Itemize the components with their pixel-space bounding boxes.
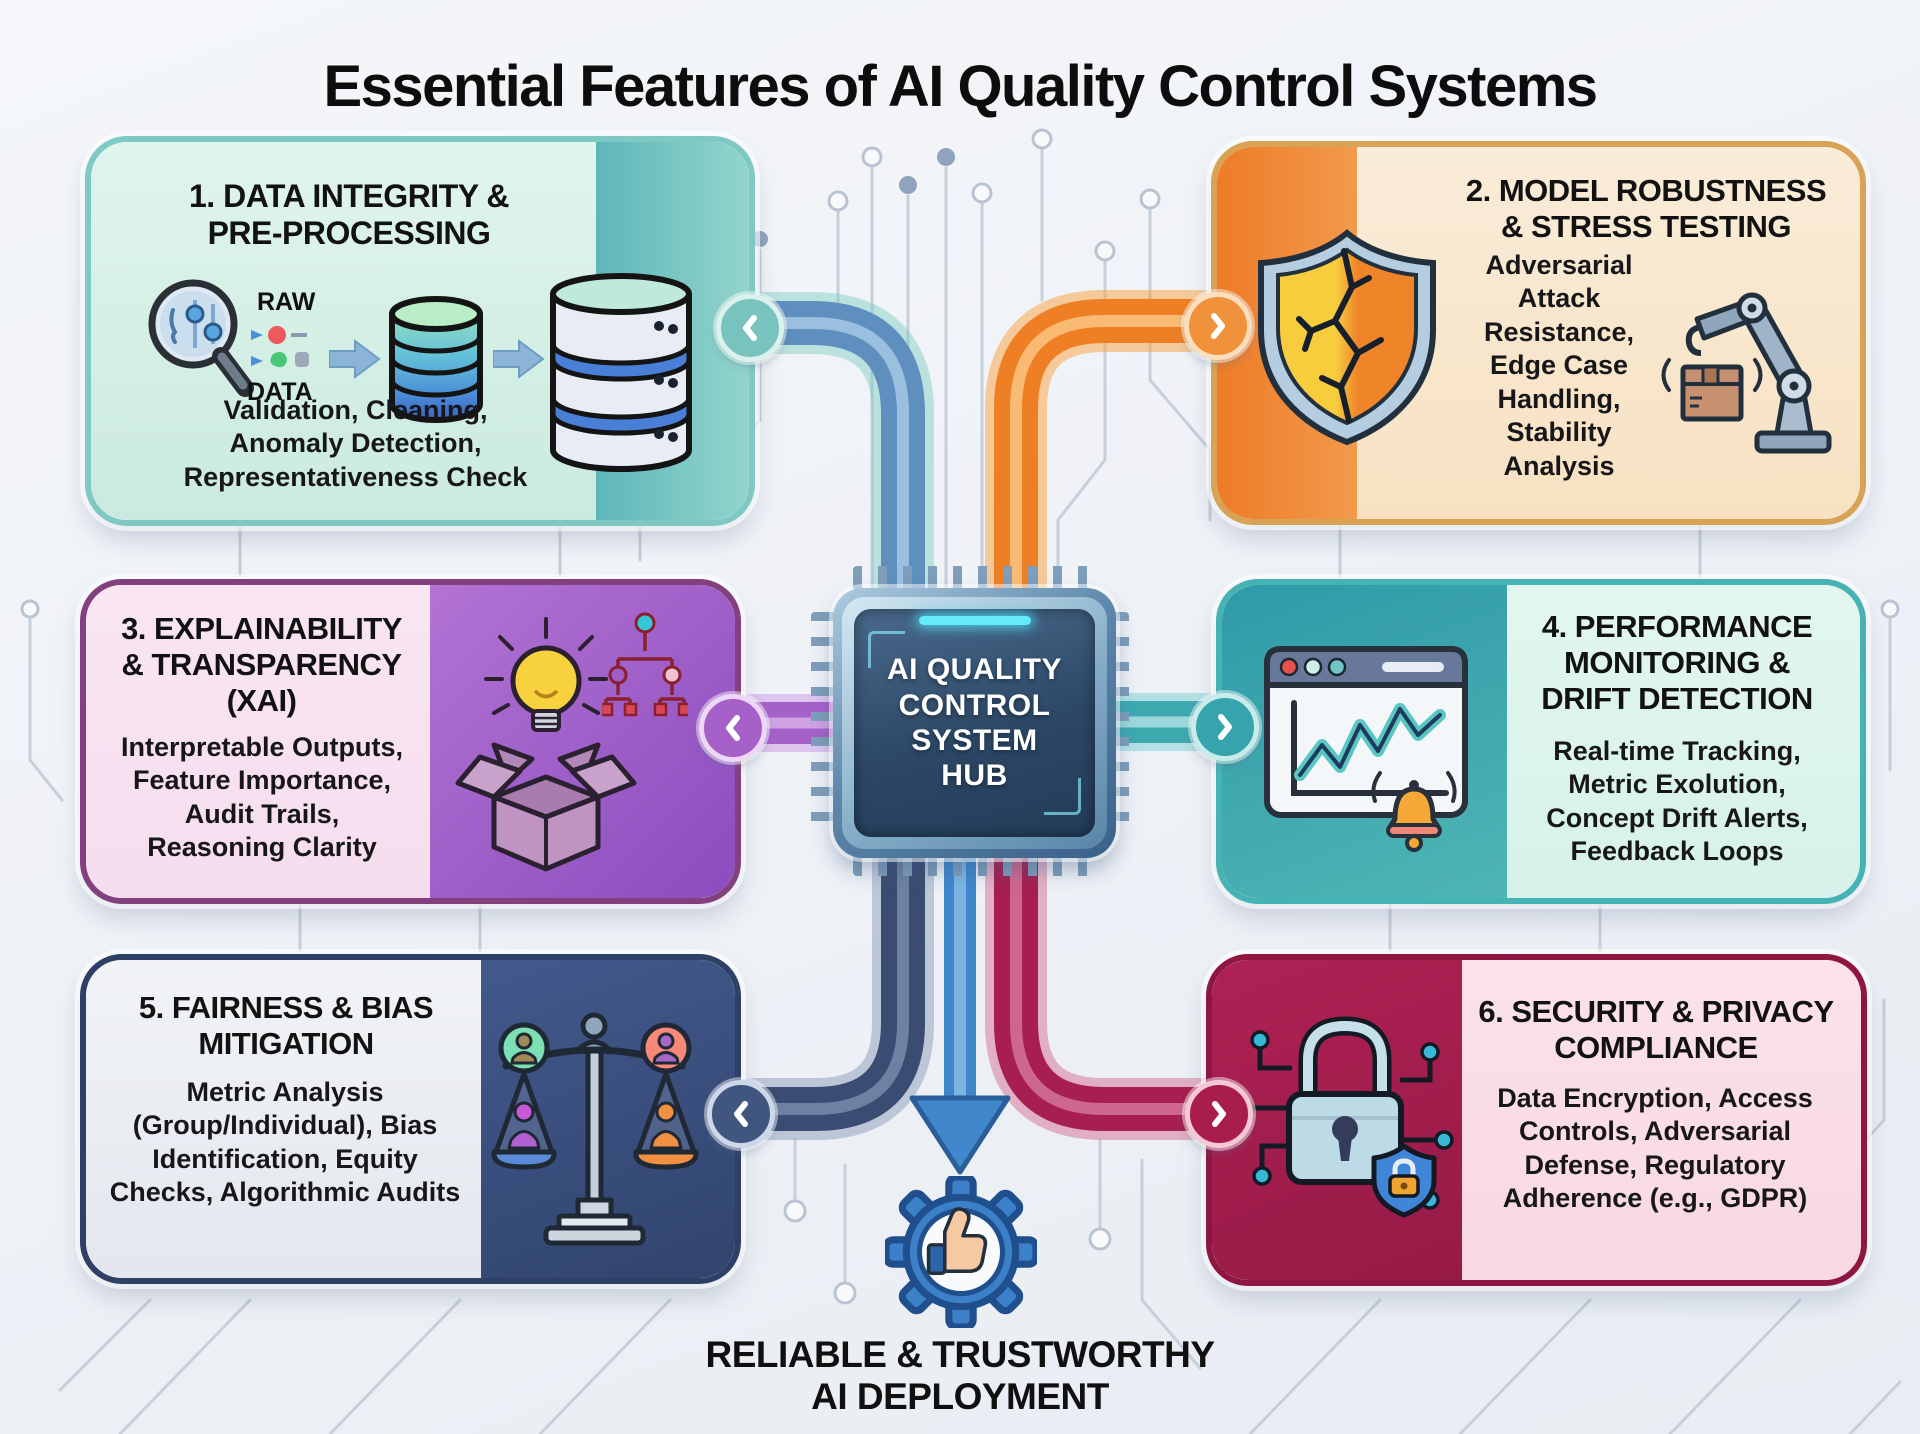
open-box-lightbulb-icon: [455, 617, 637, 872]
feature-card-fairness: 5. FAIRNESS & BIAS MITIGATION Metric Ana…: [80, 954, 741, 1284]
ai-quality-control-hub-chip: AI QUALITY CONTROL SYSTEM HUB: [833, 588, 1116, 858]
hub-label: AI QUALITY CONTROL SYSTEM HUB: [887, 653, 1062, 793]
feature5-title: 5. FAIRNESS & BIAS MITIGATION: [138, 990, 434, 1061]
connector-chevron-left-icon: [707, 1080, 775, 1148]
hub-glow-bar: [918, 616, 1031, 625]
feature-card-model-robustness: 2. MODEL ROBUSTNESS & STRESS TESTING Adv…: [1211, 141, 1866, 525]
connector-chevron-right-icon: [1191, 693, 1259, 761]
hub-panel: AI QUALITY CONTROL SYSTEM HUB: [854, 609, 1095, 837]
clean-database-icon: [550, 273, 692, 472]
pipe-model-robustness: [985, 290, 1244, 631]
flow-arrow-icon: [329, 339, 381, 379]
feature-card-explainability: 3. EXPLAINABILITY & TRANSPARENCY (XAI) I…: [80, 579, 741, 904]
hub-pins-left: [811, 612, 837, 834]
pipe-fairness: [702, 821, 934, 1140]
output-arrow: [909, 858, 1011, 1175]
raw-database-icon: [389, 296, 483, 423]
feature3-description: Interpretable Outputs, Feature Importanc…: [120, 732, 404, 863]
flow-arrow-icon: [493, 339, 545, 379]
feature2-description: Adversarial Attack Resistance, Edge Case…: [1483, 250, 1635, 481]
dashboard-chart-bell-icon: [1264, 646, 1468, 852]
connector-chevron-left-icon: [716, 294, 784, 362]
feature3-title: 3. EXPLAINABILITY & TRANSPARENCY (XAI): [121, 611, 402, 718]
card5-left-band: [86, 960, 481, 1278]
connector-chevron-right-icon: [1185, 1080, 1253, 1148]
decision-tree-icon: [602, 612, 688, 717]
feature1-title: 1. DATA INTEGRITY & PRE-PROCESSING: [189, 178, 510, 252]
raw-data-bits-icon: [251, 326, 309, 368]
feature5-description: Metric Analysis (Group/Individual), Bias…: [109, 1077, 461, 1208]
card4-right-band: [1507, 585, 1860, 898]
pipe-data-integrity: [714, 292, 934, 631]
feature-card-security: 6. SECURITY & PRIVACY COMPLIANCE Data En…: [1206, 954, 1867, 1286]
circuit-padlock-icon: [1234, 1016, 1454, 1218]
outcome-label: RELIABLE & TRUSTWORTHY AI DEPLOYMENT: [705, 1334, 1215, 1418]
feature-card-data-integrity: 1. DATA INTEGRITY & PRE-PROCESSING RAW D…: [85, 136, 755, 526]
card3-left-band: [86, 585, 430, 898]
cracked-shield-icon: [1258, 229, 1436, 446]
feature2-title: 2. MODEL ROBUSTNESS & STRESS TESTING: [1465, 173, 1827, 244]
raw-label: RAW: [257, 288, 316, 316]
robot-arm-icon: [1661, 292, 1832, 454]
feature4-description: Real-time Tracking, Metric Exolution, Co…: [1546, 736, 1808, 867]
feature-card-performance-monitoring: 4. PERFORMANCE MONITORING & DRIFT DETECT…: [1216, 579, 1866, 904]
hub-pins-top: [853, 566, 1097, 590]
magnifier-sliders-icon: [148, 279, 254, 397]
feature1-description: Validation, Cleaning, Anomaly Detection,…: [183, 395, 528, 492]
pipe-security: [985, 821, 1248, 1140]
card6-right-band: [1462, 960, 1861, 1280]
feature6-description: Data Encryption, Access Controls, Advers…: [1497, 1083, 1813, 1214]
feature6-title: 6. SECURITY & PRIVACY COMPLIANCE: [1478, 994, 1834, 1065]
balance-scale-people-icon: [491, 1012, 699, 1246]
feature4-title: 4. PERFORMANCE MONITORING & DRIFT DETECT…: [1541, 609, 1813, 716]
hub-corner-bracket: [868, 631, 905, 668]
data-label: DATA: [247, 378, 313, 406]
connector-chevron-right-icon: [1184, 292, 1252, 360]
gear-thumbs-up-icon: [885, 1176, 1037, 1328]
hub-corner-bracket: [1044, 778, 1081, 815]
page-title: Essential Features of AI Quality Control…: [323, 53, 1598, 119]
connector-chevron-left-icon: [699, 694, 767, 762]
